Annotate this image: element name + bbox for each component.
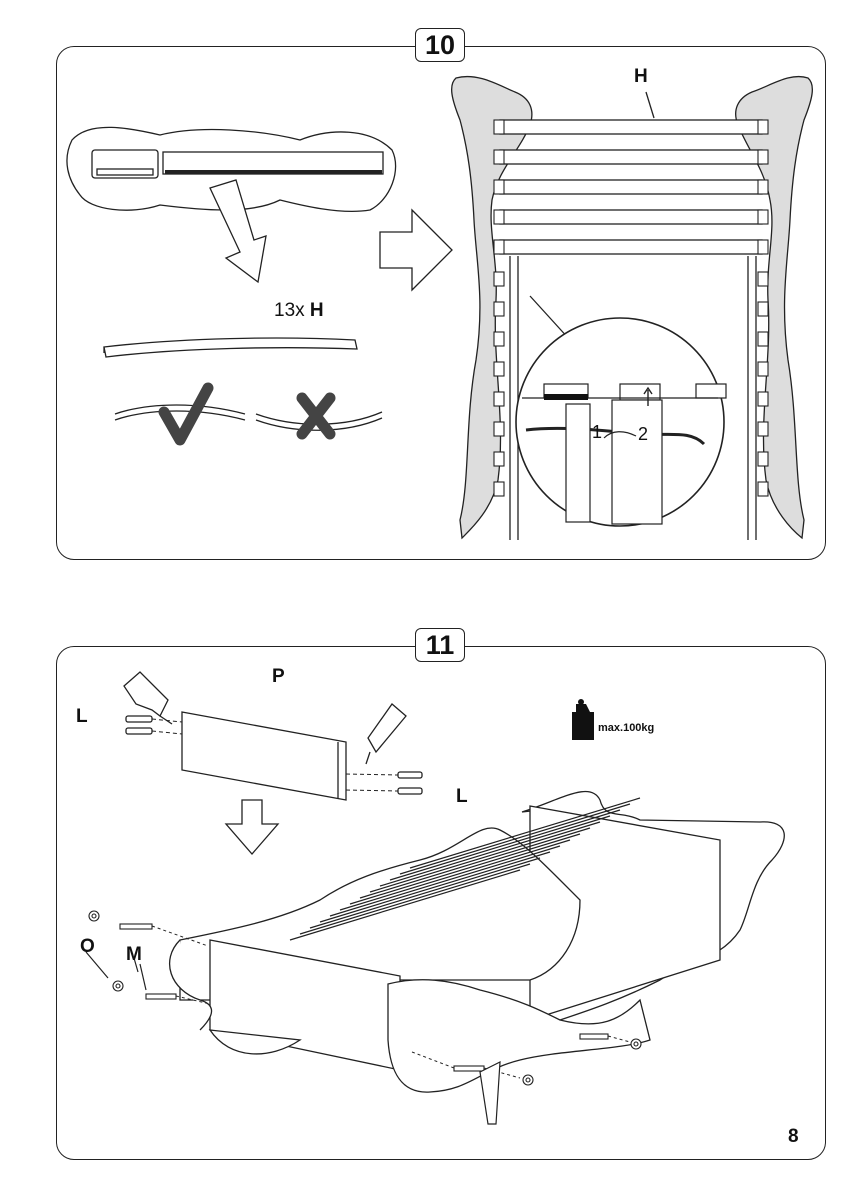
step-number-11: 11 <box>415 628 465 662</box>
glue-bottle-icon <box>367 703 407 754</box>
screw-icon <box>145 993 177 1000</box>
package-box <box>91 149 159 179</box>
arrow-down-icon <box>224 799 280 855</box>
label-o: O <box>80 936 95 957</box>
detail-step-2: 2 <box>638 424 649 444</box>
screw-icon <box>453 1065 485 1072</box>
near-front-panel <box>387 979 651 1093</box>
slat-count-prefix: 13x <box>274 300 305 321</box>
page-number: 8 <box>788 1126 799 1147</box>
frame-slat-label: H <box>634 66 648 87</box>
arrow-right-icon <box>379 208 453 292</box>
max-load-label: max.100kg <box>598 722 655 734</box>
label-m: M <box>126 944 142 965</box>
part-l-right-label: L <box>456 786 468 807</box>
arrow-down-icon <box>209 179 267 284</box>
weight-icon <box>572 704 594 740</box>
part-p-label: P <box>272 666 285 687</box>
screw-icon <box>579 1033 609 1040</box>
part-l-left-label: L <box>76 706 88 727</box>
near-wheel-left <box>208 1029 302 1055</box>
check-icon <box>158 382 214 446</box>
hex-key-icon <box>479 1060 501 1125</box>
board-p <box>181 711 347 801</box>
slat-count-label: 13x H <box>274 300 324 322</box>
step-number-10: 10 <box>415 28 465 62</box>
slat-letter: H <box>309 300 324 321</box>
glue-bottle-icon <box>123 671 169 717</box>
cross-icon <box>296 392 336 440</box>
curved-slat <box>103 337 358 358</box>
screw-icon <box>119 923 153 930</box>
detail-step-1: 1 <box>592 422 603 442</box>
